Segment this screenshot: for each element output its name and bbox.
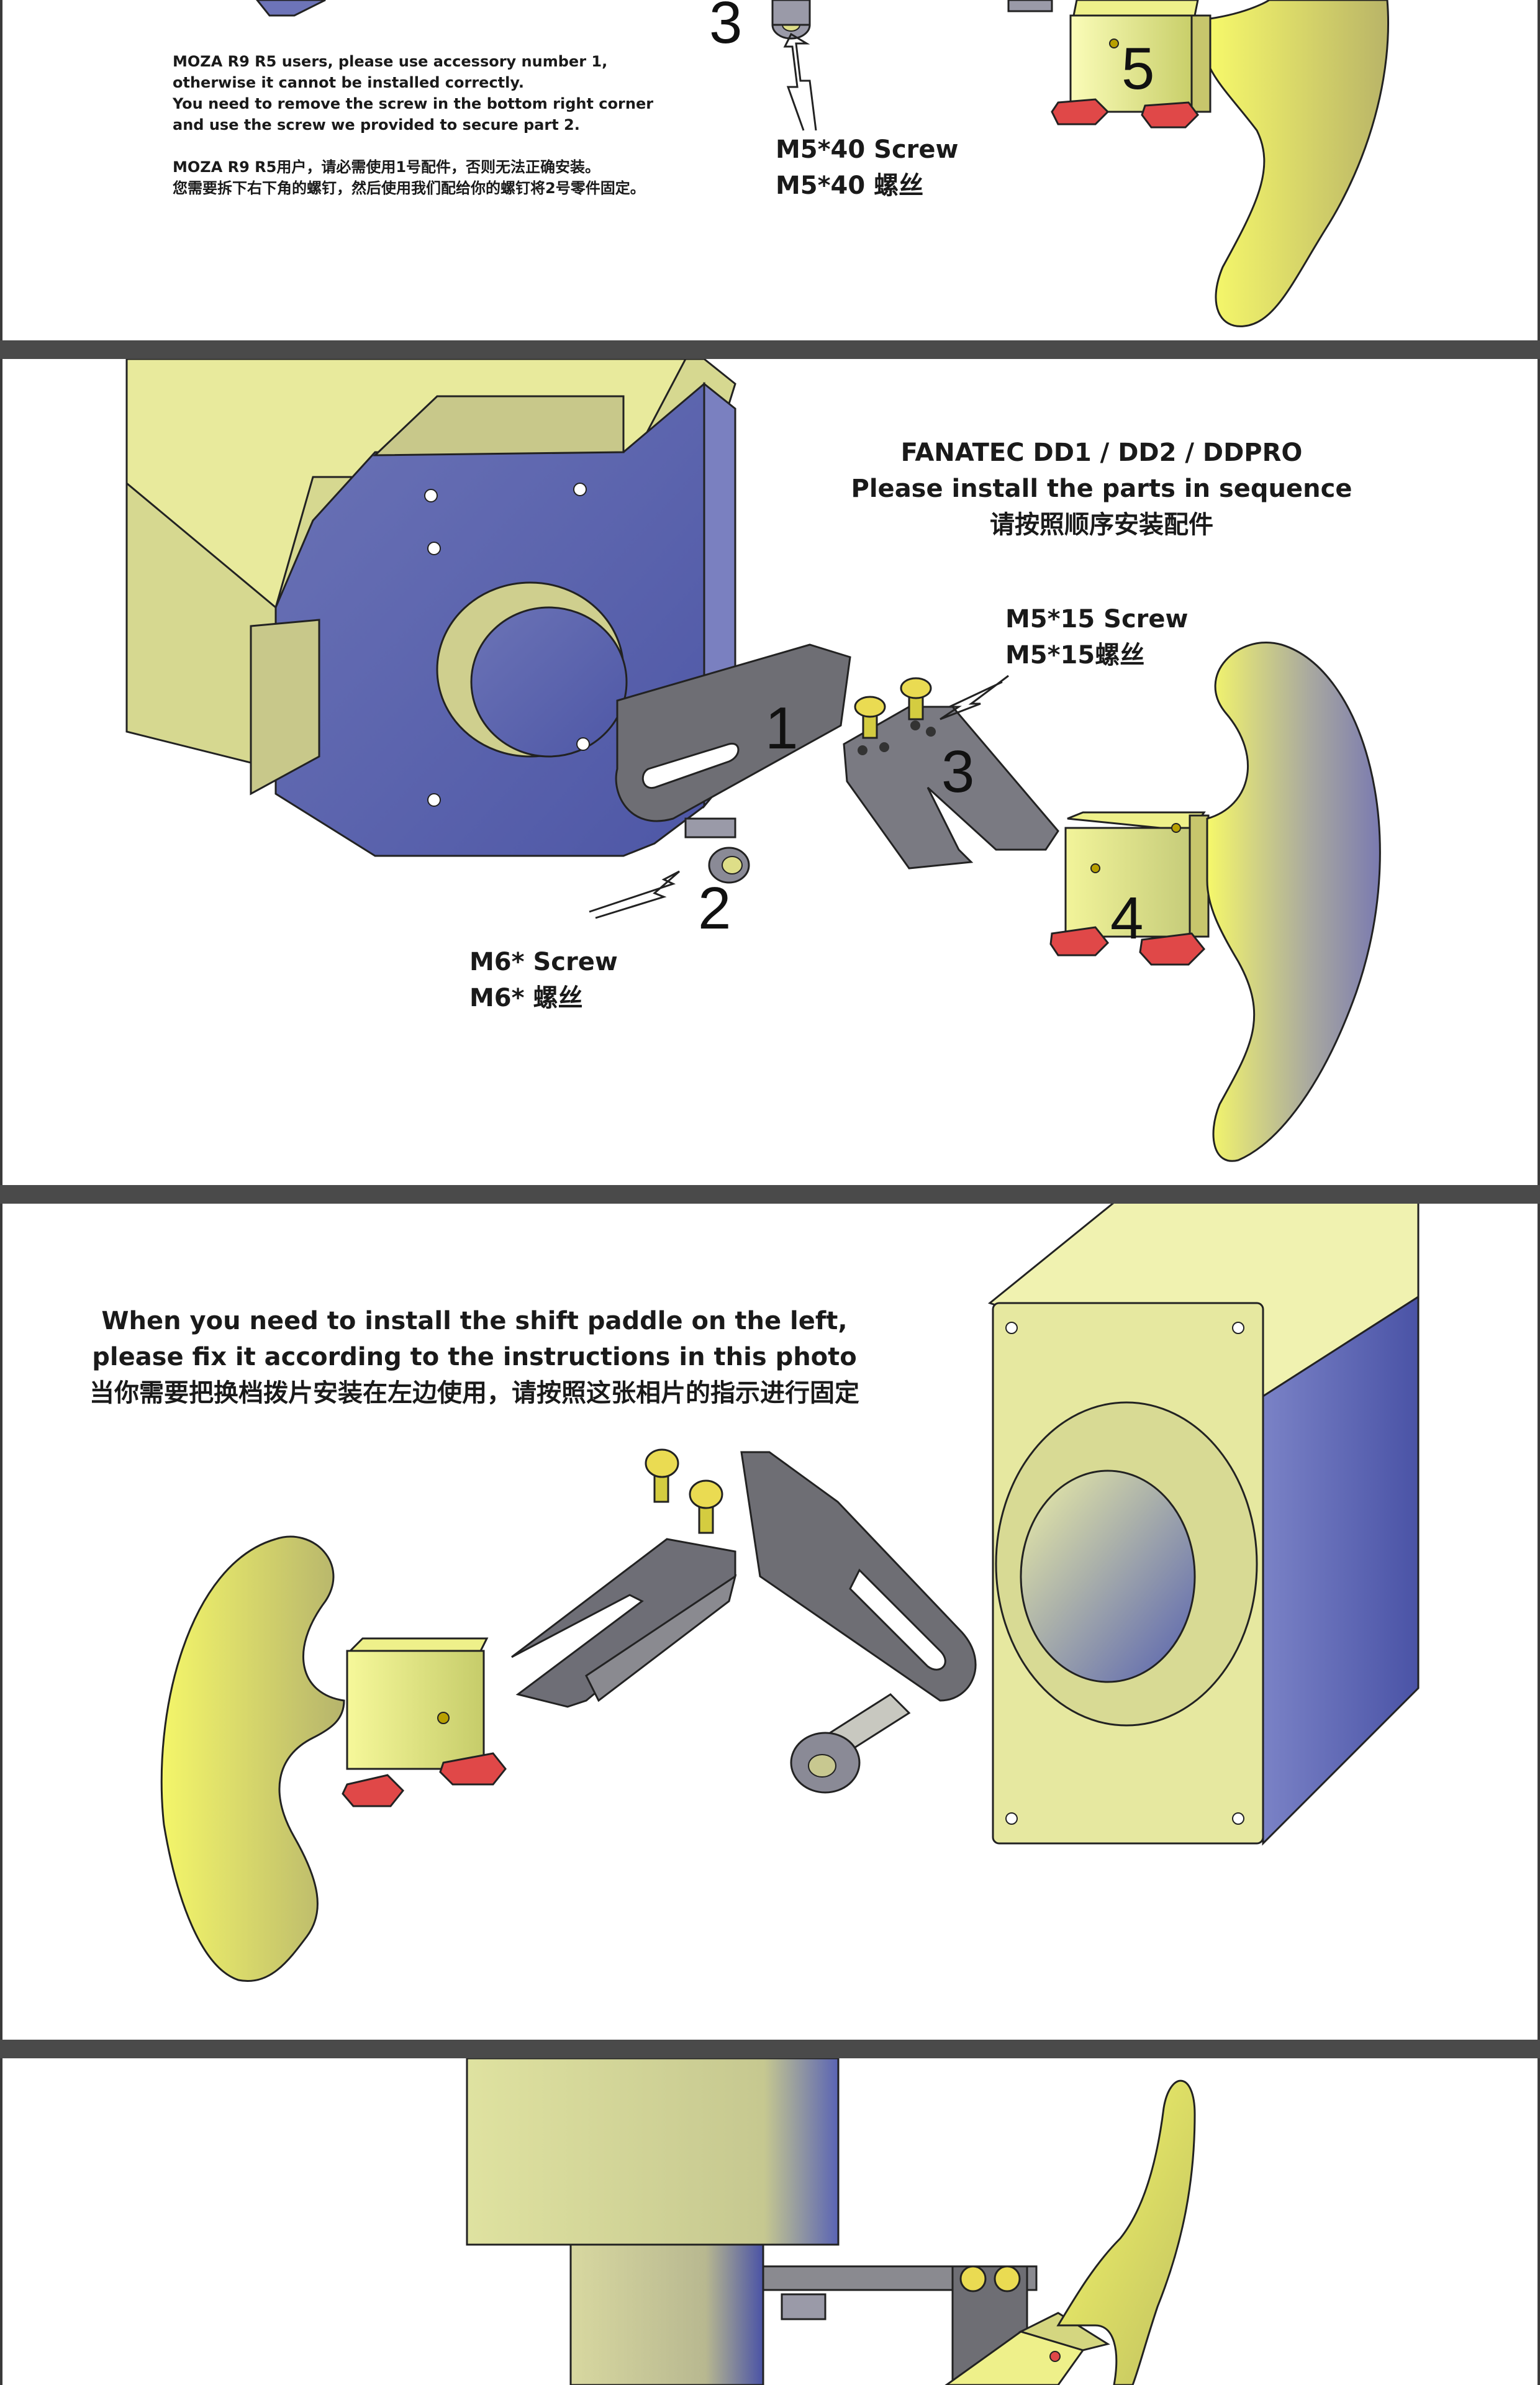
part-number: 3	[941, 738, 975, 805]
wheelbase-motor	[466, 2058, 840, 2385]
part-number: 2	[698, 875, 732, 942]
bracket-part	[615, 643, 851, 822]
mount-block	[346, 1637, 489, 1770]
paddle	[160, 1535, 345, 1982]
mount-block	[1069, 0, 1212, 113]
part-number: 4	[1110, 885, 1144, 952]
mount-block	[1064, 811, 1210, 938]
note-cn-line: MOZA R9 R5用户，请必需使用1号配件，否则无法正确安装。	[173, 158, 600, 176]
screw-icon	[684, 817, 750, 884]
left-install-title: When you need to install the shift paddl…	[65, 1303, 884, 1411]
screw-icon	[854, 677, 932, 739]
paddle	[1209, 0, 1390, 327]
screw-icon	[790, 1693, 911, 1794]
screw-bottom-label: M6* Screw M6* 螺丝	[469, 944, 618, 1016]
note-line: otherwise it cannot be installed correct…	[173, 74, 524, 91]
title-line: When you need to install the shift paddl…	[101, 1307, 848, 1335]
arrow-icon	[783, 32, 817, 131]
note-line: and use the screw we provided to secure …	[173, 116, 580, 134]
screw-label-cn: M6* 螺丝	[469, 984, 583, 1012]
fork-part	[843, 706, 1059, 870]
panel2-illustration	[125, 359, 1381, 1162]
title-line: 请按照顺序安装配件	[990, 511, 1213, 539]
screw-icon	[645, 1448, 723, 1534]
arrow-icon	[589, 870, 680, 919]
screw-icon	[771, 0, 811, 40]
panel3-illustration	[160, 1204, 1420, 1982]
part-number: 1	[765, 695, 799, 761]
note-line: MOZA R9 R5 users, please use accessory n…	[173, 53, 608, 70]
panel-left-install: When you need to install the shift paddl…	[0, 1204, 1540, 2040]
separator	[0, 2040, 1540, 2058]
knob-icon	[1049, 926, 1206, 966]
panel-side-view	[0, 2058, 1540, 2385]
knob-icon	[342, 1752, 507, 1807]
screw-label-cn: M5*40 螺丝	[776, 171, 924, 200]
separator	[0, 340, 1540, 359]
mount-block	[944, 2312, 1110, 2385]
title-line: please fix it according to the instructi…	[92, 1343, 857, 1371]
screw-label-cn: M5*15螺丝	[1005, 641, 1145, 670]
panel4-illustration	[466, 2058, 1196, 2385]
part-number: 3	[709, 0, 743, 56]
arrow-icon	[940, 675, 1009, 720]
wheelbase-motor	[125, 359, 736, 857]
screw-label-en: M5*15 Screw	[1005, 605, 1189, 634]
knob-icon	[1051, 98, 1199, 129]
screw-label-en: M6* Screw	[469, 948, 618, 976]
screw-icon	[1007, 0, 1053, 12]
bracket-part	[740, 1451, 977, 1702]
wheelbase-motor	[987, 1204, 1420, 1846]
title-line: FANATEC DD1 / DD2 / DDPRO	[900, 438, 1303, 467]
note-cn-line: 您需要拆下右下角的螺钉，然后使用我们配给你的螺钉将2号零件固定。	[173, 179, 645, 197]
fork-part	[511, 1538, 737, 1708]
fanatec-title: FANATEC DD1 / DD2 / DDPRO Please install…	[804, 435, 1400, 543]
panel-fanatec: FANATEC DD1 / DD2 / DDPRO Please install…	[0, 359, 1540, 1185]
moza-note: MOZA R9 R5 users, please use accessory n…	[173, 51, 653, 199]
title-line: Please install the parts in sequence	[851, 475, 1352, 503]
screw-label: M5*40 Screw M5*40 螺丝	[776, 132, 958, 204]
screw-label-en: M5*40 Screw	[776, 135, 959, 164]
panel1-illustration	[256, 0, 1390, 327]
part-number: 5	[1121, 35, 1155, 102]
part-fragment	[256, 0, 326, 17]
paddle	[1206, 642, 1381, 1162]
screw-top-label: M5*15 Screw M5*15螺丝	[1005, 601, 1188, 673]
title-line: 当你需要把换档拨片安装在左边使用，请按照这张相片的指示进行固定	[89, 1379, 859, 1407]
separator	[0, 1185, 1540, 1204]
screw-icon	[959, 2265, 1021, 2292]
panel-moza: MOZA R9 R5 users, please use accessory n…	[0, 0, 1540, 340]
note-line: You need to remove the screw in the bott…	[173, 95, 654, 112]
